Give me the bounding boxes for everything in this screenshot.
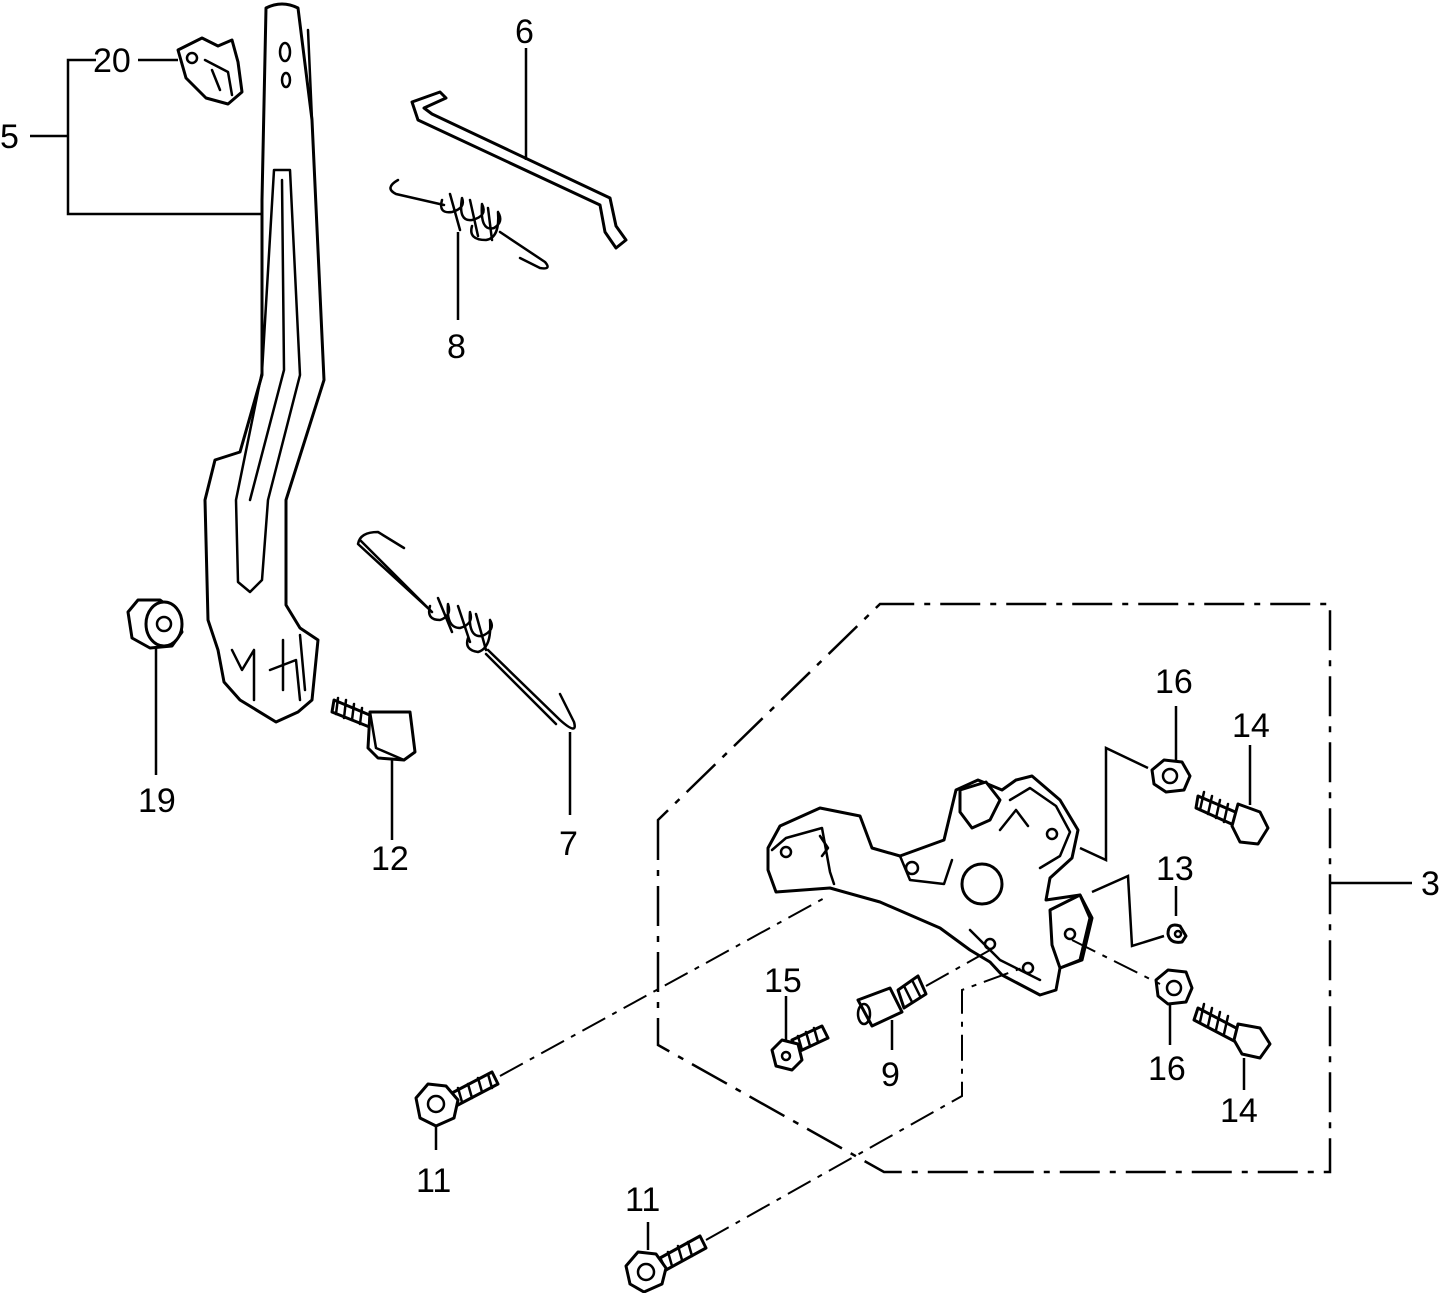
e-ring-part-13 <box>1166 886 1188 944</box>
label-16-lower: 16 <box>1148 1050 1186 1088</box>
label-6: 6 <box>515 13 534 51</box>
assembly-boundary <box>656 602 1332 1174</box>
control-lever-part-5 <box>203 2 326 724</box>
label-8: 8 <box>447 328 466 366</box>
bolt-part-14-lower <box>1192 1002 1272 1090</box>
stud-part-9 <box>856 949 991 1050</box>
label-11-upper: 11 <box>416 1162 451 1200</box>
label-12: 12 <box>371 840 409 878</box>
label-13: 13 <box>1156 850 1194 888</box>
label-7: 7 <box>559 825 578 863</box>
return-spring-part-7 <box>356 530 576 815</box>
label-15: 15 <box>764 962 802 1000</box>
nut-part-16-lower <box>1154 968 1194 1045</box>
connector-16-upper <box>1079 746 1149 862</box>
screw-part-12 <box>330 696 417 840</box>
bolt-part-11-upper <box>414 895 829 1150</box>
dashline-16-lower <box>1071 939 1161 985</box>
label-19: 19 <box>138 782 176 820</box>
governor-rod-part-6 <box>410 48 628 250</box>
label-5: 5 <box>0 118 19 156</box>
governor-spring-part-8 <box>389 178 549 320</box>
label-14-upper: 14 <box>1232 707 1270 745</box>
bolt-part-11-lower <box>624 967 1023 1294</box>
label-14-lower: 14 <box>1220 1092 1258 1130</box>
screw-part-15 <box>770 996 830 1072</box>
connector-13 <box>1091 874 1165 948</box>
bolt-part-14-upper <box>1194 745 1270 846</box>
label-9: 9 <box>881 1056 900 1094</box>
nut-part-19 <box>126 598 184 775</box>
control-bracket-part-3 <box>766 774 1094 997</box>
lever-clip-part-20 <box>176 36 244 106</box>
label-11-lower: 11 <box>625 1181 660 1219</box>
nut-part-16-upper <box>1150 706 1192 794</box>
label-20: 20 <box>93 42 131 80</box>
label-16-upper: 16 <box>1155 663 1193 701</box>
label-3: 3 <box>1421 865 1440 903</box>
